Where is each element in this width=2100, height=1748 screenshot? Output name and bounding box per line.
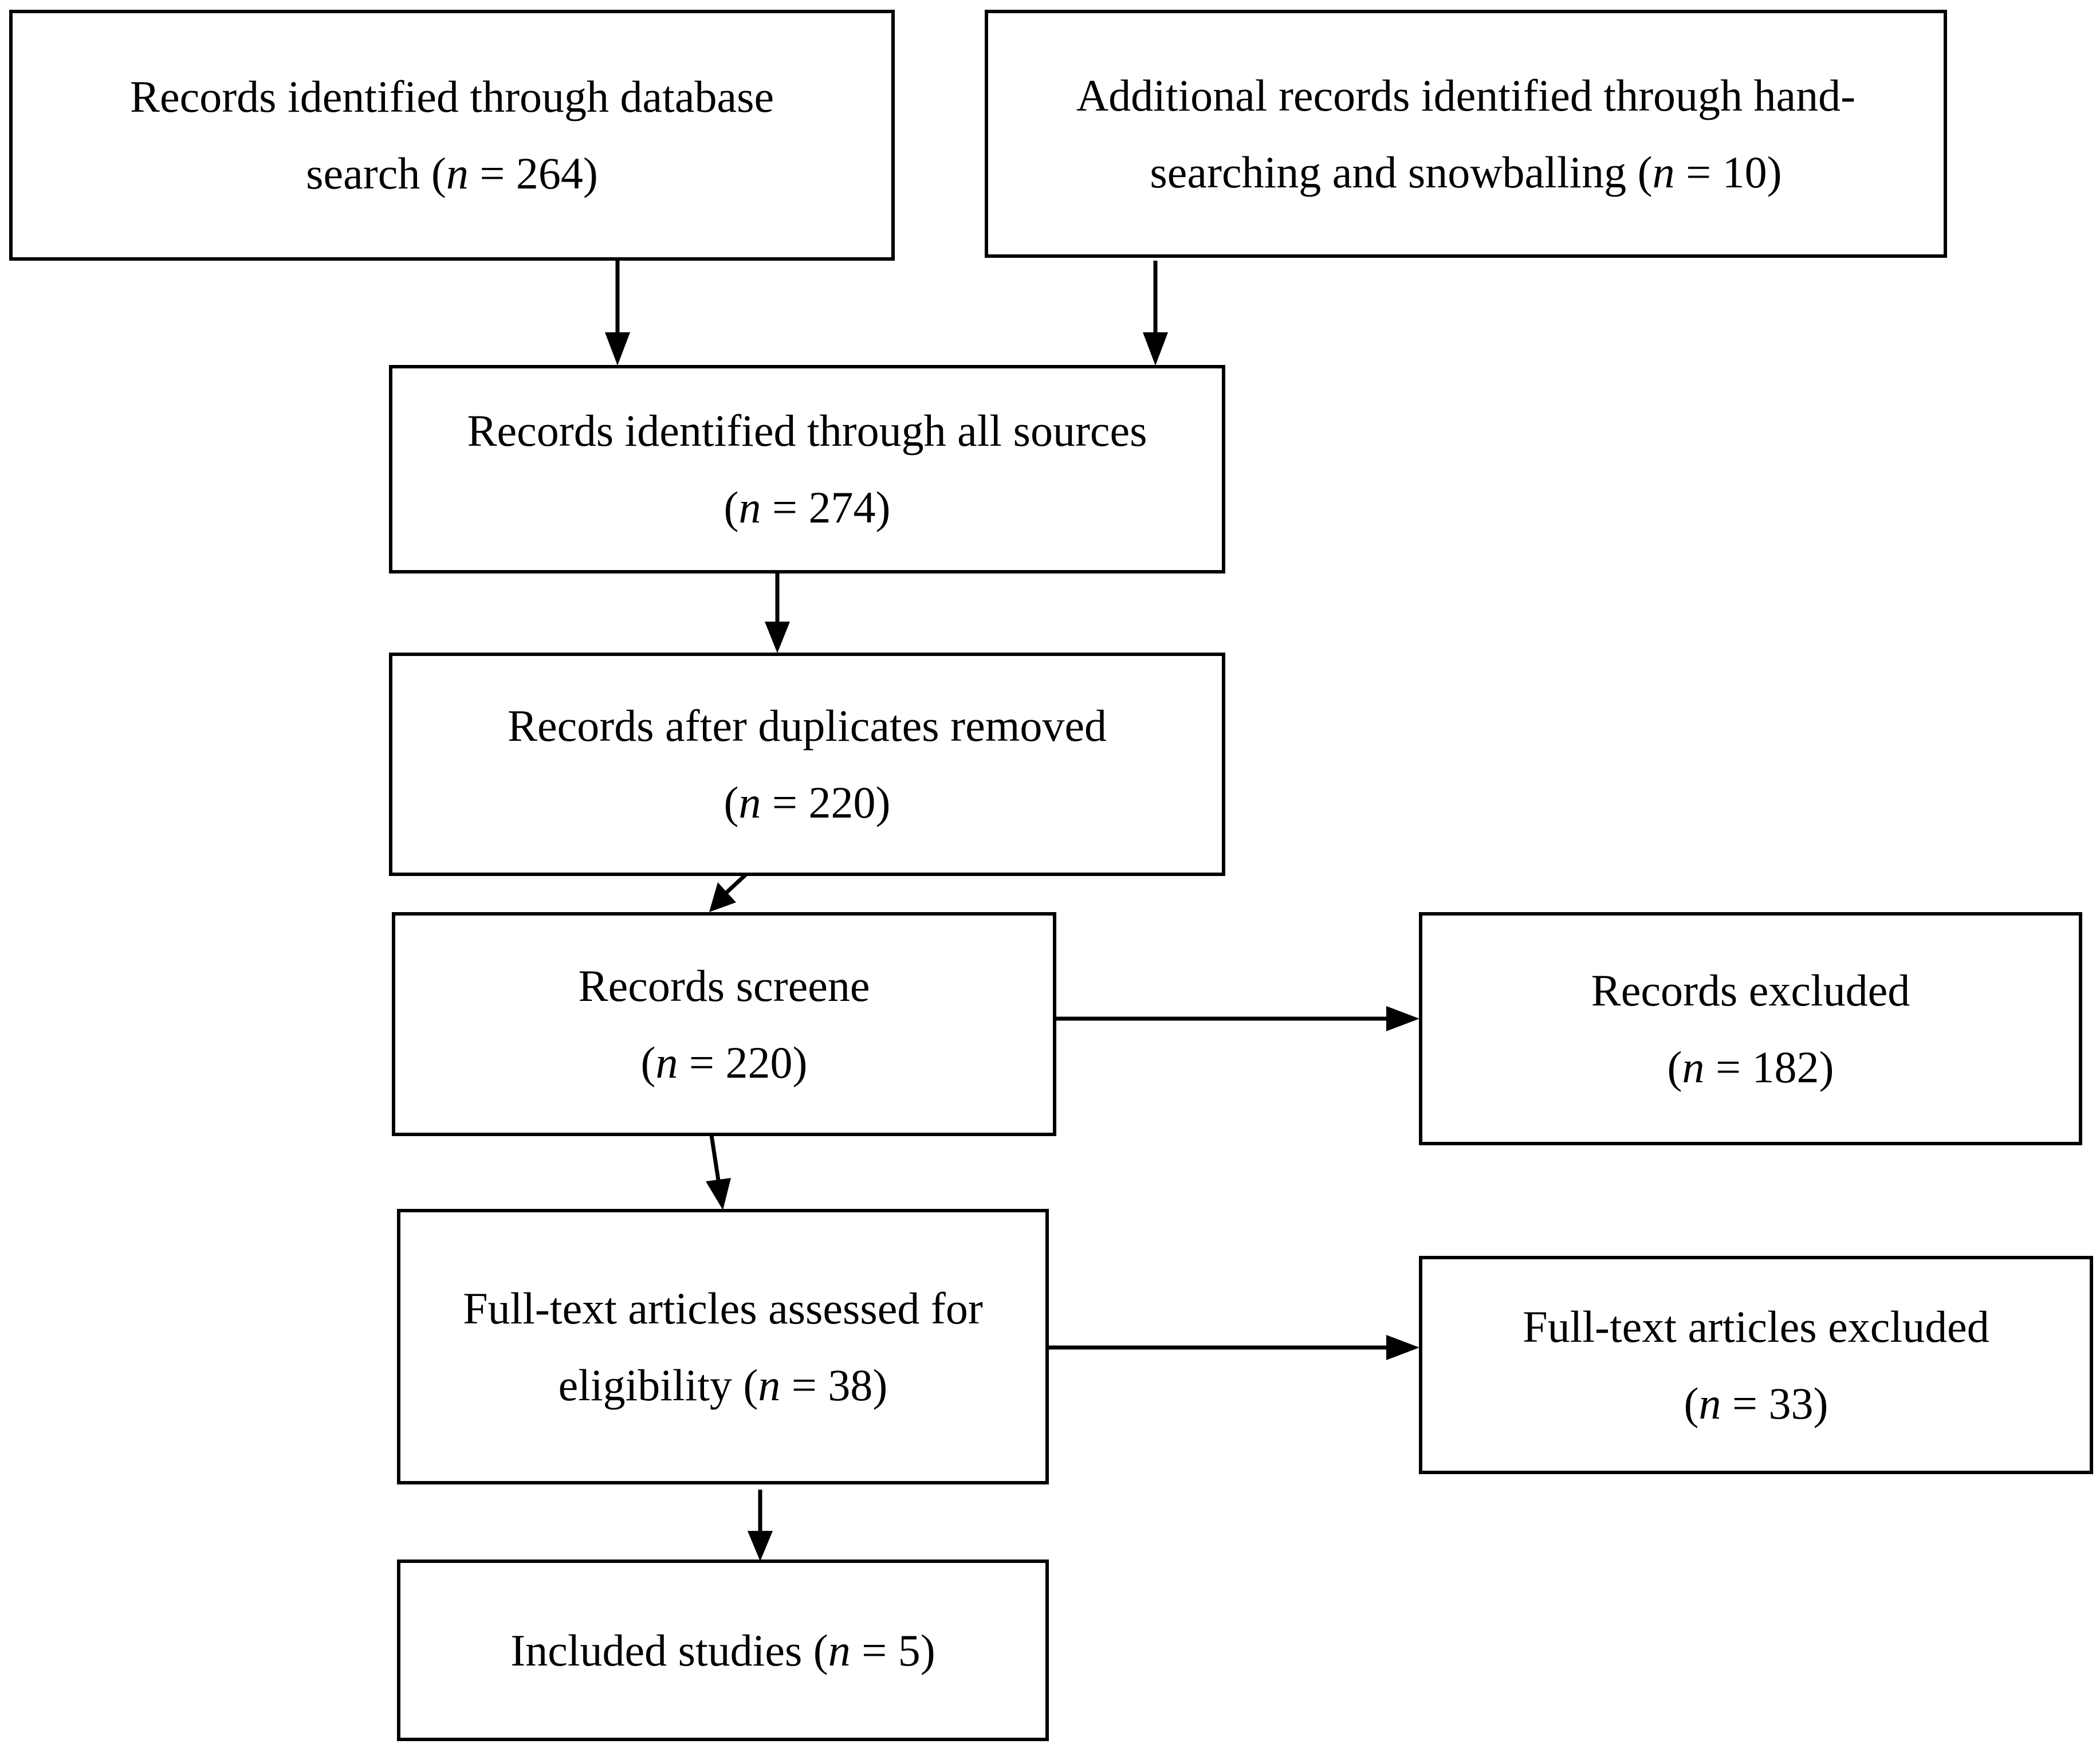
box-all-sources-line-1: Records identified through all sources: [467, 406, 1147, 455]
arrowhead-fulltext-to-excluded: [1386, 1335, 1419, 1360]
arrowhead-all-sources-to-duplicates: [765, 622, 790, 653]
arrowhead-hand-to-all-sources: [1143, 332, 1168, 366]
box-database-search-line-2: search (n = 264): [306, 148, 598, 198]
arrowhead-database-to-all-sources: [605, 332, 630, 366]
box-hand-search-line-1: Additional records identified through ha…: [1076, 70, 1856, 120]
box-included-studies: Included studies (n = 5): [397, 1560, 1049, 1741]
box-database-search: Records identified through database sear…: [9, 10, 895, 261]
box-records-excluded-line-1: Records excluded: [1591, 965, 1910, 1015]
arrowhead-duplicates-to-screened: [709, 882, 736, 912]
box-records-screened: Records screene (n = 220): [392, 912, 1056, 1136]
box-records-excluded-line-2: (n = 182): [1667, 1042, 1834, 1092]
box-all-sources: Records identified through all sources (…: [389, 365, 1225, 573]
arrowhead-fulltext-to-included: [748, 1531, 773, 1561]
box-fulltext-excluded-line-1: Full-text articles excluded: [1523, 1301, 1989, 1352]
box-fulltext-assessed: Full-text articles assessed for eligibil…: [397, 1209, 1049, 1484]
box-included-studies-line-1: Included studies (n = 5): [510, 1625, 935, 1675]
arrowhead-screened-to-excluded: [1386, 1006, 1419, 1031]
box-hand-search: Additional records identified through ha…: [985, 10, 1947, 258]
box-fulltext-assessed-line-2: eligibility (n = 38): [558, 1360, 888, 1410]
box-database-search-line-1: Records identified through database: [129, 72, 774, 121]
box-records-screened-line-1: Records screene: [578, 960, 870, 1011]
box-duplicates-removed-line-1: Records after duplicates removed: [507, 701, 1107, 751]
box-hand-search-line-2: searching and snowballing (n = 10): [1150, 147, 1782, 197]
box-records-excluded: Records excluded (n = 182): [1419, 912, 2082, 1145]
box-duplicates-removed-line-2: (n = 220): [723, 777, 891, 827]
box-fulltext-excluded: Full-text articles excluded (n = 33): [1419, 1256, 2093, 1474]
box-all-sources-line-2: (n = 274): [723, 482, 891, 532]
box-fulltext-assessed-line-1: Full-text articles assessed for: [463, 1283, 983, 1333]
box-duplicates-removed: Records after duplicates removed (n = 22…: [389, 653, 1225, 876]
box-records-screened-line-2: (n = 220): [640, 1037, 808, 1087]
arrowhead-screened-to-fulltext: [706, 1178, 731, 1210]
box-fulltext-excluded-line-2: (n = 33): [1684, 1378, 1828, 1428]
